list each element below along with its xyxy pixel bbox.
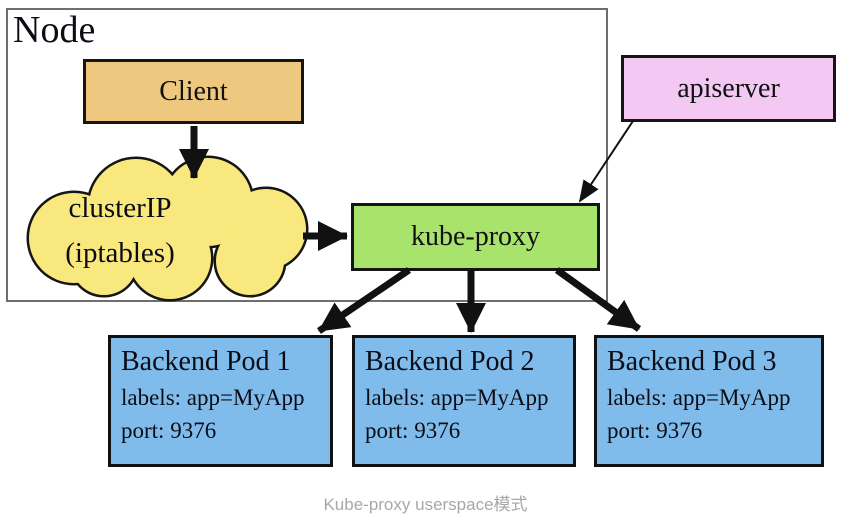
pod-port: port: 9376 [365,418,461,443]
client-label: Client [159,75,228,107]
clusterip-label-line1: clusterIP [68,192,172,224]
pod-port: port: 9376 [607,418,703,443]
clusterip-label: clusterIP (iptables) [30,186,210,276]
clusterip-label-line2: (iptables) [65,237,175,269]
pod-title: Backend Pod 2 [365,346,535,377]
backend-pod-2-box: Backend Pod 2 labels: app=MyApp port: 93… [352,335,576,467]
pod-labels: labels: app=MyApp [121,385,305,410]
backend-pod-1-box: Backend Pod 1 labels: app=MyApp port: 93… [108,335,333,467]
pod-port: port: 9376 [121,418,217,443]
pod-labels: labels: app=MyApp [607,385,791,410]
figure-caption: Kube-proxy userspace模式 [323,495,528,514]
kube-proxy-label: kube-proxy [410,221,541,252]
pod-title: Backend Pod 1 [121,346,291,377]
apiserver-box: apiserver [621,55,836,122]
apiserver-label: apiserver [677,72,780,104]
kube-proxy-box: kube-proxy [351,203,600,271]
pod-labels: labels: app=MyApp [365,385,549,410]
pod-title: Backend Pod 3 [607,346,777,377]
node-label: Node [13,9,96,51]
backend-pod-3-box: Backend Pod 3 labels: app=MyApp port: 93… [594,335,824,467]
client-box: Client [83,59,304,124]
